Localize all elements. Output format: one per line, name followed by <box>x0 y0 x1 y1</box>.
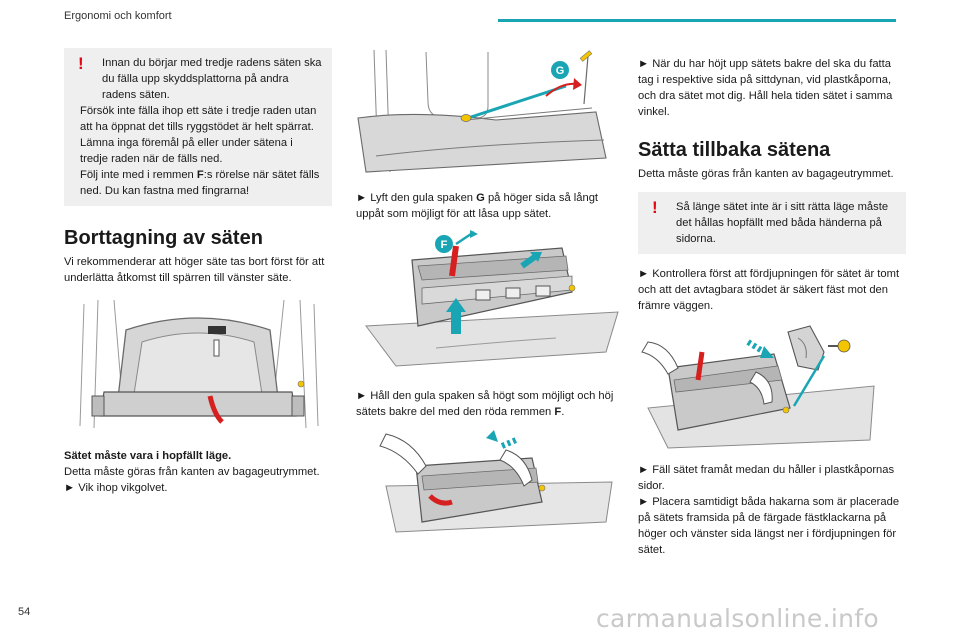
page-number: 54 <box>18 606 31 618</box>
step-arrow-icon: ► <box>638 496 650 508</box>
warning-text: Så länge sätet inte är i sitt rätta läge… <box>676 201 889 245</box>
step-arrow-icon: ► <box>356 390 368 402</box>
seat-top-illustration <box>79 299 319 429</box>
label-g: G <box>556 65 565 77</box>
lever-g-illustration: G <box>357 49 607 173</box>
step-item: ► Lyft den gula spaken G på höger sida s… <box>356 192 599 220</box>
step-item: ► Vik ihop vikgolvet. <box>64 482 168 494</box>
note-text: Detta måste göras från kanten av bagageu… <box>64 466 320 478</box>
section-heading: Sätta tillbaka sätena <box>638 139 831 161</box>
column-right: ► När du har höjt upp sätets bakre del s… <box>638 48 906 558</box>
step-item: ► Placera samtidigt båda hakarna som är … <box>638 496 900 556</box>
step-arrow-icon: ► <box>638 464 650 476</box>
warning-box: ! Så länge sätet inte är i sitt rätta lä… <box>638 192 906 254</box>
warning-box: ! Innan du börjar med tredje radens säte… <box>64 48 332 206</box>
step-arrow-icon: ► <box>638 268 650 280</box>
step-arrow-icon: ► <box>638 58 650 70</box>
warning-line: Lämna inga föremål på eller under sätena… <box>80 137 293 165</box>
step-item: ► När du har höjt upp sätets bakre del s… <box>638 58 893 118</box>
running-header: Ergonomi och komfort <box>64 10 172 22</box>
warning-icon: ! <box>78 54 84 73</box>
column-middle: G ► Lyft den gula spaken G på höger sida… <box>356 48 624 536</box>
step-arrow-icon: ► <box>64 482 76 494</box>
intro-text: Detta måste göras från kanten av bagageu… <box>638 168 894 180</box>
section-heading: Borttagning av säten <box>64 227 263 249</box>
intro-text: Vi rekommenderar att höger säte tas bort… <box>64 256 325 284</box>
note-bold: Sätet måste vara i hopfällt läge. <box>64 450 232 462</box>
step-item: ► Kontrollera först att fördjupningen fö… <box>638 268 900 312</box>
warning-line: Innan du börjar med tredje radens säten … <box>102 57 322 101</box>
pull-seat-illustration <box>379 430 613 533</box>
step-item: ► Håll den gula spaken så högt som möjli… <box>356 390 614 418</box>
step-arrow-icon: ► <box>356 192 368 204</box>
watermark: carmanualsonline.info <box>596 604 879 633</box>
reinstall-seat-illustration <box>641 325 875 449</box>
header-accent-bar <box>498 19 896 22</box>
column-left: ! Innan du börjar med tredje radens säte… <box>64 48 332 496</box>
strap-f-illustration: F <box>365 230 619 367</box>
step-item: ► Fäll sätet framåt medan du håller i pl… <box>638 464 895 492</box>
warning-line: Försök inte fälla ihop ett säte i tredje… <box>80 105 317 133</box>
label-f: F <box>441 239 448 251</box>
warning-icon: ! <box>652 198 658 217</box>
warning-line: Följ inte med i remmen F:s rörelse när s… <box>80 169 320 197</box>
